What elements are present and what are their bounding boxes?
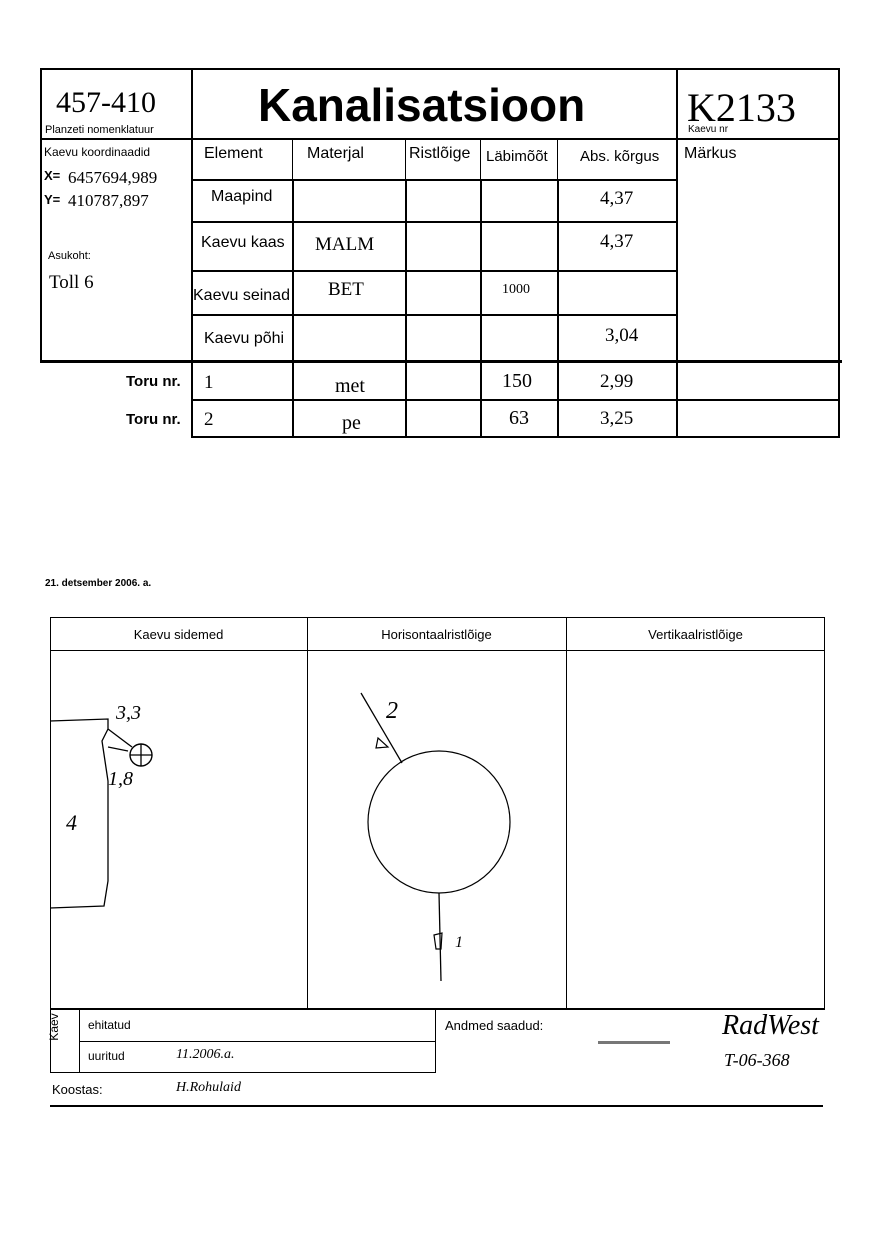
x-label: X=	[44, 168, 61, 183]
data-received-label: Andmed saadud:	[445, 1018, 544, 1033]
sketch-header-ties: Kaevu sidemed	[133, 627, 224, 642]
ties-dist-side: 1,8	[108, 768, 133, 790]
row-element: Maapind	[211, 188, 273, 205]
ties-wall-length: 4	[66, 810, 77, 835]
pipe-diameter: 150	[502, 370, 532, 392]
row-height: 4,37	[600, 231, 634, 252]
pipe-material: pe	[342, 412, 361, 434]
pipe-2-label: 2	[386, 698, 398, 724]
surveyed-value: 11.2006.a.	[176, 1047, 235, 1062]
horizontal-section-sketch	[360, 692, 511, 982]
signature-code: T-06-368	[724, 1050, 790, 1070]
surveyed-label: uuritud	[88, 1049, 125, 1063]
y-label: Y=	[44, 192, 61, 207]
col-header-material: Materjal	[307, 145, 364, 162]
well-number-label: Kaevu nr	[688, 124, 729, 135]
col-header-height: Abs. kõrgus	[580, 148, 660, 165]
pipe-number: 2	[204, 409, 214, 430]
place-value: Toll 6	[49, 272, 94, 293]
row-height: 4,37	[600, 188, 634, 209]
page-title: Kanalisatsioon	[258, 79, 586, 131]
col-header-diameter: Läbimõõt	[486, 148, 548, 165]
col-header-element: Element	[204, 145, 263, 162]
row-material: BET	[328, 279, 364, 300]
ties-sketch	[50, 718, 153, 909]
stamp-smudge	[598, 1041, 670, 1044]
nomenclature-value: 457-410	[56, 86, 156, 119]
signature: RadWest	[722, 1010, 819, 1041]
row-element: Kaevu seinad	[193, 287, 290, 304]
pipe-label: Toru nr.	[126, 373, 181, 390]
row-element: Kaevu põhi	[204, 330, 285, 347]
pipe-label: Toru nr.	[126, 411, 181, 428]
well-circle	[367, 750, 511, 894]
document-date: 21. detsember 2006. a.	[45, 578, 152, 589]
pipe-height: 3,25	[600, 408, 634, 429]
author-label: Koostas:	[52, 1082, 103, 1097]
sketch-header-horizontal: Horisontaalristlõige	[381, 627, 492, 642]
row-diameter: 1000	[502, 282, 530, 297]
y-value: 410787,897	[68, 191, 149, 210]
sketch-header-vertical: Vertikaalristlõige	[648, 627, 743, 642]
row-material: MALM	[315, 234, 375, 255]
pipe-1-line	[438, 892, 442, 982]
col-header-notes: Märkus	[684, 145, 737, 162]
place-label: Asukoht:	[48, 250, 91, 262]
row-height: 3,04	[605, 325, 639, 346]
ties-dist-top: 3,3	[116, 702, 141, 724]
footer-side-label: Kaev	[47, 1013, 61, 1041]
pipe-2-line	[360, 692, 403, 764]
pipe-height: 2,99	[600, 371, 634, 392]
well-number-value: K2133	[687, 85, 796, 130]
pipe-material: met	[335, 375, 365, 397]
author-value: H.Rohulaid	[176, 1080, 241, 1095]
coords-label: Kaevu koordinaadid	[44, 145, 151, 159]
nomenclature-label: Planzeti nomenklatuur	[45, 124, 154, 136]
sketch-frame	[50, 617, 825, 1009]
x-value: 6457694,989	[68, 168, 158, 187]
pipe-1-label: 1	[455, 934, 463, 951]
col-header-cross: Ristlõige	[409, 145, 471, 162]
built-label: ehitatud	[88, 1018, 131, 1032]
row-element: Kaevu kaas	[201, 234, 285, 251]
pipe-number: 1	[204, 372, 214, 393]
pipe-diameter: 63	[509, 407, 529, 429]
building-outline	[50, 718, 109, 909]
